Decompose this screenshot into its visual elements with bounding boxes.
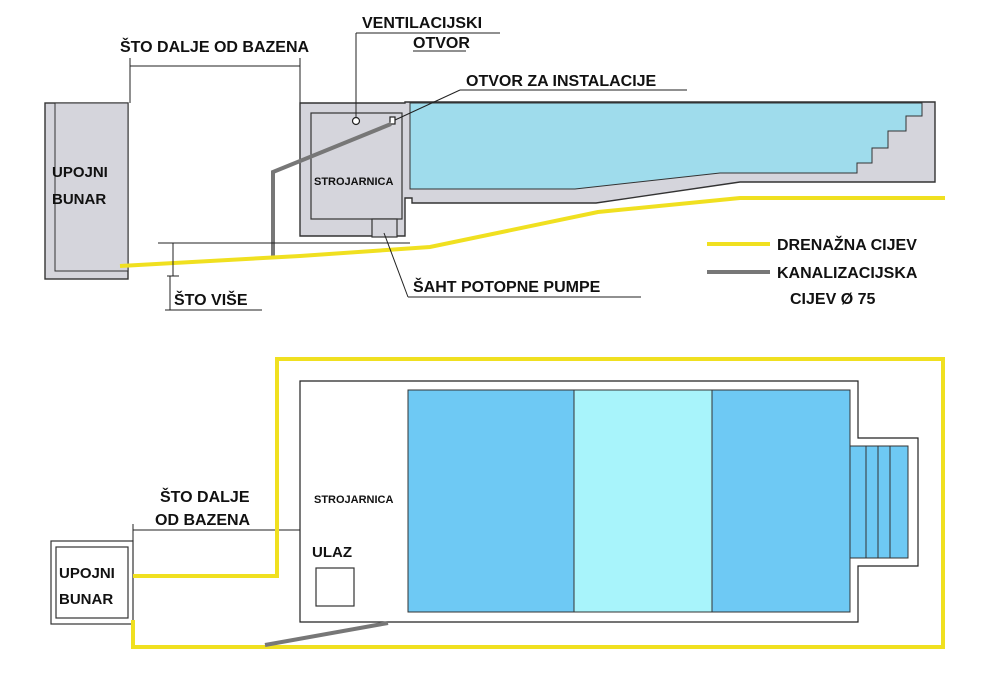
ventilation-opening-icon bbox=[351, 116, 361, 126]
plan-sewer-pipe bbox=[264, 621, 389, 647]
section-pool-water bbox=[409, 102, 923, 190]
section-machine-room bbox=[310, 112, 403, 220]
legend-sewer-label-2: CIJEV Ø 75 bbox=[790, 291, 875, 308]
section-machine-room-label: STROJARNICA bbox=[314, 176, 394, 188]
section-well-inner bbox=[54, 102, 129, 272]
ventilation-label-2: OTVOR bbox=[413, 35, 470, 52]
height-label: ŠTO VIŠE bbox=[174, 290, 248, 309]
plan-well-inner bbox=[55, 546, 129, 619]
legend-sewer-label-1: KANALIZACIJSKA bbox=[777, 265, 918, 282]
plan-view: STROJARNICA ULAZ UPOJNI BUNAR ŠTO DALJE … bbox=[50, 357, 945, 649]
plan-shallow-zone bbox=[573, 389, 713, 613]
pump-shaft-leader bbox=[383, 232, 409, 298]
installation-opening-icon bbox=[389, 116, 396, 125]
plan-well-label-1: UPOJNI bbox=[59, 565, 115, 582]
ventilation-label-1: VENTILACIJSKI bbox=[362, 15, 482, 32]
section-drainage-pipe bbox=[119, 196, 945, 268]
plan-distance-label-1: ŠTO DALJE bbox=[160, 487, 250, 506]
legend: DRENAŽNA CIJEV KANALIZACIJSKA CIJEV Ø 75 bbox=[707, 235, 918, 308]
installation-leader bbox=[394, 89, 461, 121]
plan-deep-zone bbox=[407, 389, 575, 613]
section-view: ŠTO DALJE OD BAZENA UPOJNI BUNAR STROJAR… bbox=[44, 15, 945, 311]
installation-opening-label: OTVOR ZA INSTALACIJE bbox=[466, 73, 657, 90]
plan-drainage-pipe bbox=[131, 357, 945, 649]
plan-well-label-2: BUNAR bbox=[59, 591, 113, 608]
legend-drainage-label: DRENAŽNA CIJEV bbox=[777, 235, 917, 254]
plan-pool-surround bbox=[299, 380, 919, 623]
plan-distance-label-2: OD BAZENA bbox=[155, 512, 251, 529]
plan-entrance-label: ULAZ bbox=[312, 544, 352, 561]
pump-shaft-label: ŠAHT POTOPNE PUMPE bbox=[413, 277, 601, 296]
section-distance-label: ŠTO DALJE OD BAZENA bbox=[120, 37, 310, 56]
section-well-label-2: BUNAR bbox=[52, 191, 106, 208]
plan-entrance-hatch bbox=[315, 567, 355, 607]
section-sewer-pipe bbox=[271, 122, 392, 257]
plan-machine-room-label: STROJARNICA bbox=[314, 494, 394, 506]
plan-steps bbox=[849, 445, 909, 559]
plan-end-zone bbox=[711, 389, 851, 613]
section-pump-shaft bbox=[371, 218, 398, 238]
section-well-label-1: UPOJNI bbox=[52, 164, 108, 181]
